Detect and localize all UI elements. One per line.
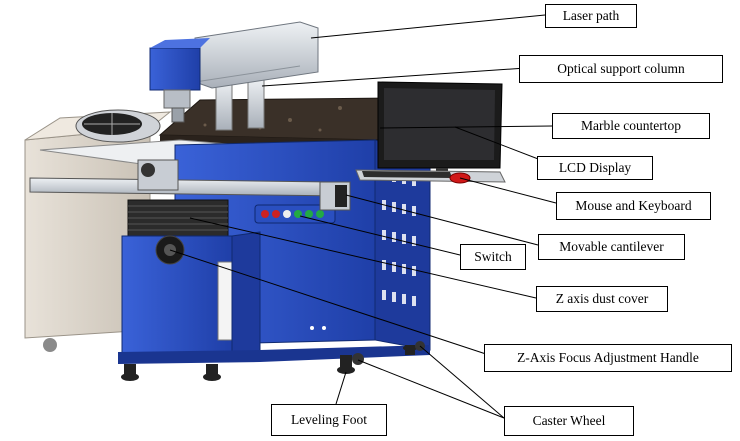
- label-leveling-foot: Leveling Foot: [271, 404, 387, 436]
- switch-panel: [254, 204, 336, 224]
- lcd-display: [377, 81, 503, 176]
- laser-path-housing: [194, 21, 319, 89]
- leader-lines: [169, 14, 557, 419]
- label-marble-countertop: Marble countertop: [552, 113, 710, 139]
- label-laser-path: Laser path: [545, 4, 637, 28]
- label-movable-cantilever: Movable cantilever: [538, 234, 685, 260]
- label-mouse-and-keyboard: Mouse and Keyboard: [556, 192, 711, 220]
- keyboard-tray: [355, 169, 506, 184]
- leveling-feet: [121, 345, 417, 381]
- label-switch: Switch: [460, 244, 526, 270]
- movable-cantilever: [29, 159, 351, 211]
- label-z-axis-focus-adjustment-handle: Z-Axis Focus Adjustment Handle: [484, 344, 732, 372]
- laser-head: [149, 38, 210, 123]
- label-optical-support-column: Optical support column: [519, 55, 723, 83]
- cooling-fan: [75, 109, 161, 143]
- label-caster-wheel: Caster Wheel: [504, 406, 634, 436]
- z-axis-dust-cover: [127, 199, 229, 237]
- front-pedestal: [121, 231, 261, 357]
- label-z-axis-dust-cover: Z axis dust cover: [536, 286, 668, 312]
- base-frame: [118, 345, 430, 364]
- label-lcd-display: LCD Display: [537, 156, 653, 180]
